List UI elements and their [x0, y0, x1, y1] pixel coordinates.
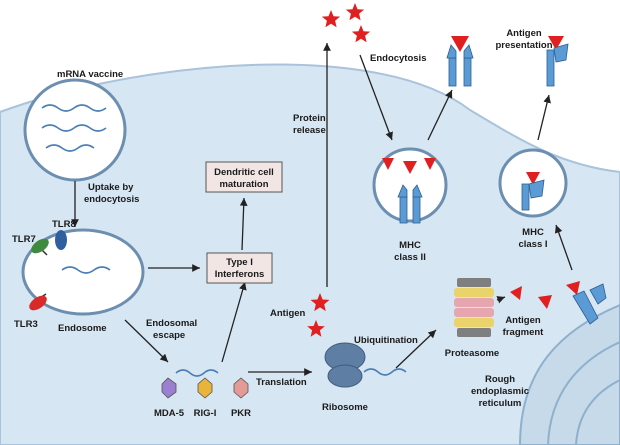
antigen-icon: [321, 10, 341, 28]
uptake-label-line2: endocytosis: [84, 194, 139, 205]
mhc-class-ii-label-line1: MHC: [399, 240, 421, 251]
interferons-to-dendritic-arrow: [239, 197, 248, 251]
rough-er-label-line3: reticulum: [479, 398, 522, 409]
mda5-icon: [161, 377, 177, 399]
mhc-class-i-molecule: [521, 179, 545, 211]
tlr8-label: TLR8: [52, 219, 76, 230]
tlr7-label: TLR7: [12, 234, 36, 245]
proteasome-to-fragments-arrow: [496, 296, 506, 304]
interferons-label-line2: Interferons: [215, 269, 265, 280]
endocytosis-arrow: [359, 54, 393, 141]
mhc-ii-presentation-arrow: [427, 89, 453, 141]
translation-label: Translation: [256, 377, 307, 388]
proteasome: [454, 278, 494, 337]
antigen-icon: [548, 36, 564, 50]
pkr-label: PKR: [231, 408, 251, 419]
ubiquitination-arrow: [395, 329, 437, 369]
rig-i-label: RIG-I: [194, 408, 217, 419]
mhc-class-ii-molecule: [397, 184, 423, 224]
rough-er-label-line1: Rough: [485, 374, 515, 385]
mrna-strand: [45, 144, 95, 152]
er-mhc-class-i: [566, 281, 607, 325]
mhc-class-i-vesicle: [498, 148, 568, 218]
mhc-class-i-label-line1: MHC: [522, 227, 544, 238]
antigen-fragment-icon: [382, 158, 394, 170]
endosome: [21, 228, 145, 316]
proteasome-label: Proteasome: [445, 348, 499, 359]
interferons-label-line1: Type I: [226, 257, 253, 268]
antigen-icon: [451, 36, 469, 52]
endosomal-escape-label-line2: escape: [153, 330, 185, 341]
ribosome-label: Ribosome: [322, 402, 368, 413]
endosome-label: Endosome: [58, 323, 107, 334]
surface-mhc-class-i: [546, 36, 569, 87]
rough-er-label-line2: endoplasmic: [471, 386, 529, 397]
ubiquitination-label: Ubiquitination: [354, 335, 418, 346]
antigen-icon: [345, 3, 365, 21]
protein-release-label-line1: Protein: [293, 113, 326, 124]
mhc-i-presentation-arrow: [537, 94, 551, 141]
ribosome: [324, 342, 407, 388]
rig-i-icon: [197, 377, 213, 399]
tlr7-receptor: [31, 238, 49, 256]
endosomal-escape-label-line1: Endosomal: [146, 318, 197, 329]
tlr8-receptor: [55, 230, 67, 250]
mrna-strand: [41, 104, 107, 112]
antigen-fragment-icon: [510, 286, 522, 300]
endocytosis-label: Endocytosis: [370, 53, 427, 64]
cytosolic-mrna: [175, 369, 219, 377]
antigen-fragment-icon: [566, 281, 580, 295]
tlr3-receptor: [29, 293, 47, 311]
antigen-icon: [351, 25, 371, 43]
antigen-fragment-icon: [424, 158, 436, 170]
antigen-presentation-label-line2: presentation: [495, 40, 552, 51]
antigen-fragment-icon: [526, 172, 540, 185]
rough-er: [518, 303, 620, 445]
antigen-fragment-icon: [538, 295, 552, 309]
mrna-strand: [41, 124, 107, 132]
tlr3-label: TLR3: [14, 319, 38, 330]
mhc-class-ii-label-line2: class II: [394, 252, 426, 263]
antigen-presentation-label-line1: Antigen: [506, 28, 542, 39]
antigen-icon: [310, 293, 330, 312]
interferons-box: Type I Interferons: [206, 252, 273, 284]
mda5-label: MDA-5: [154, 408, 185, 419]
mrna-vaccine-vesicle: [23, 78, 127, 182]
antigen-fragment-icon: [403, 161, 417, 174]
antigen-icon: [307, 320, 325, 337]
dendritic-label-line2: maturation: [219, 179, 268, 190]
pkr-icon: [233, 377, 249, 399]
antigen-label: Antigen: [270, 308, 306, 319]
antigen-fragment-label-line1: Antigen: [505, 315, 541, 326]
er-to-mhc-i-arrow: [554, 224, 573, 271]
protein-release-label-line2: release: [293, 125, 326, 136]
mhc-class-ii-vesicle: [372, 147, 448, 224]
endosomal-escape-arrow: [124, 319, 169, 363]
mrna-to-interferons-arrow: [221, 281, 247, 363]
mrna-strand: [61, 266, 111, 274]
dendritic-maturation-box: Dendritic cell maturation: [205, 161, 283, 193]
mhc-class-i-label-line2: class I: [518, 239, 547, 250]
dendritic-label-line1: Dendritic cell: [214, 167, 274, 178]
uptake-label-line1: Uptake by: [88, 182, 134, 193]
antigen-fragment-label-line2: fragment: [503, 327, 544, 338]
surface-mhc-class-ii: [446, 36, 474, 87]
mrna-vaccine-label: mRNA vaccine: [57, 69, 123, 80]
